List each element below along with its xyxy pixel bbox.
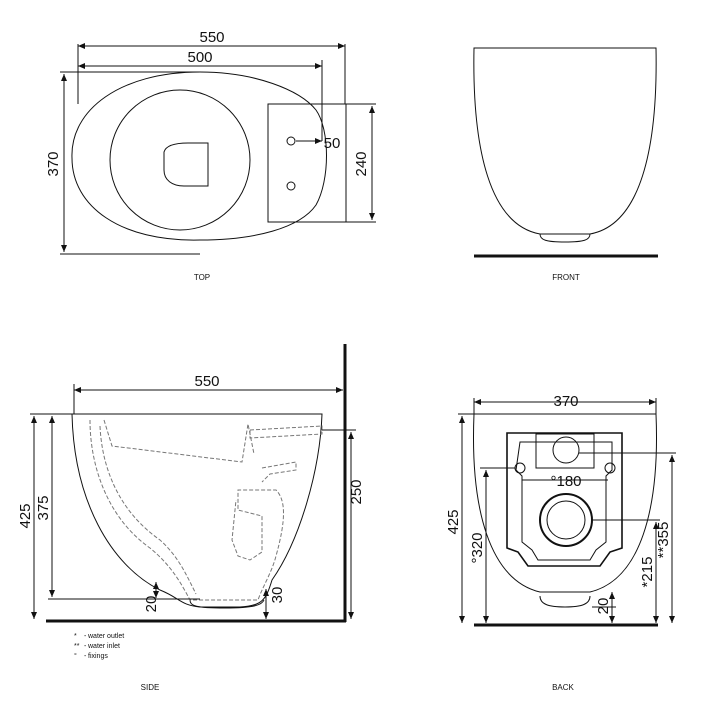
top-bowl-outline xyxy=(71,71,327,241)
back-bowl-outline xyxy=(473,413,657,593)
back-dim-fixing-spacing: °180 xyxy=(550,473,581,490)
back-water-inlet xyxy=(552,436,580,464)
svg-text:water outlet: water outlet xyxy=(87,633,124,640)
top-inner-rim xyxy=(109,89,251,231)
back-dim-height-total: 425 xyxy=(445,509,462,534)
side-view: 550 425 375 250 20 30 * - water outlet *… xyxy=(17,344,365,692)
back-dim-inlet-height: **355 xyxy=(655,522,672,559)
side-bowl-base xyxy=(189,599,265,609)
back-dim-fixing-height: °320 xyxy=(469,532,486,563)
svg-text:-: - xyxy=(84,643,87,650)
top-dim-inlet: 50 xyxy=(324,135,341,152)
top-outlet xyxy=(163,142,209,187)
top-dim-width: 370 xyxy=(45,151,62,176)
back-dim-outlet-height: *215 xyxy=(639,557,656,588)
back-bowl-base xyxy=(539,595,591,608)
side-bowl-outline xyxy=(71,413,323,608)
top-fixing-hole-1 xyxy=(286,136,296,146)
top-dim-frame-height: 240 xyxy=(353,151,370,176)
side-dim-length: 550 xyxy=(194,373,219,390)
back-dim-bottom-offset: 20 xyxy=(595,598,612,615)
back-water-outlet xyxy=(539,493,593,547)
front-caption: FRONT xyxy=(552,273,580,282)
svg-text:*: * xyxy=(74,633,77,640)
back-view: 370 425 °320 °180 *215 **355 20 BACK xyxy=(445,393,676,692)
top-dim-inner-length: 500 xyxy=(187,49,212,66)
side-outlet-path xyxy=(89,419,284,601)
top-dim-length: 550 xyxy=(199,29,224,46)
side-dim-height-rim: 375 xyxy=(35,495,52,520)
svg-text:-: - xyxy=(84,633,87,640)
legend-item: * - water outlet xyxy=(74,633,124,640)
back-mounting-plate-inner xyxy=(515,441,613,561)
back-water-outlet-inner xyxy=(546,500,586,540)
top-view: 550 500 370 50 240 TOP xyxy=(45,29,376,282)
top-fixing-hole-2 xyxy=(286,181,296,191)
svg-text:fixings: fixings xyxy=(88,653,108,660)
legend-item: ° - fixings xyxy=(74,652,108,660)
side-dim-pipe-height: 250 xyxy=(348,479,365,504)
side-outlet-path-2 xyxy=(99,425,197,595)
svg-text:**: ** xyxy=(74,643,80,650)
side-dim-outlet-offset: 30 xyxy=(269,587,286,604)
side-dim-bottom-offset: 20 xyxy=(143,596,160,613)
front-view: FRONT xyxy=(473,47,658,282)
front-bowl-outline xyxy=(473,47,657,235)
side-dim-height-total: 425 xyxy=(17,503,34,528)
front-bowl-base xyxy=(539,233,591,243)
side-inlet-path xyxy=(249,425,323,439)
back-inlet-frame xyxy=(535,433,595,469)
svg-text:-: - xyxy=(84,653,87,660)
top-frame xyxy=(267,103,347,223)
back-fixing-hole-right xyxy=(604,462,616,474)
side-siphon xyxy=(261,461,297,483)
back-mounting-plate xyxy=(506,432,623,567)
side-rim-channel xyxy=(103,419,255,463)
back-dim-width: 370 xyxy=(553,393,578,410)
top-caption: TOP xyxy=(194,273,210,282)
legend: * - water outlet ** - water inlet ° - fi… xyxy=(74,633,124,660)
back-caption: BACK xyxy=(552,683,574,692)
svg-text:water inlet: water inlet xyxy=(87,643,120,650)
side-caption: SIDE xyxy=(141,683,160,692)
legend-item: ** - water inlet xyxy=(74,643,120,650)
svg-text:°: ° xyxy=(74,652,77,660)
